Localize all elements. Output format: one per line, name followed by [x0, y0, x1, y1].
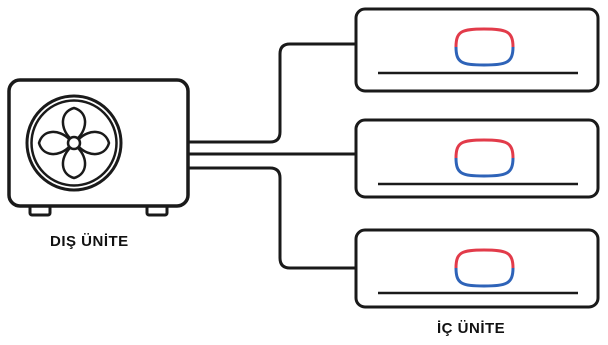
fan-icon: [25, 94, 123, 192]
indoor-unit-label: İÇ ÜNİTE: [437, 320, 506, 337]
outdoor-unit: [7, 78, 190, 217]
indoor-unit-2: [354, 118, 600, 199]
indoor-unit-body: [354, 228, 600, 309]
indoor-unit-3: [354, 228, 600, 309]
temperature-indicator-hot: [454, 248, 515, 269]
refrigerant-pipes: [186, 42, 358, 270]
outdoor-unit-label: DIŞ ÜNİTE: [50, 233, 129, 250]
temperature-indicator-cold: [454, 157, 515, 178]
indoor-unit-body: [354, 118, 600, 199]
pipe-to-indoor-unit-1: [186, 42, 358, 144]
temperature-indicator-hot: [454, 27, 515, 48]
temperature-indicator-hot: [454, 138, 515, 159]
pipe-to-indoor-unit-3: [186, 166, 358, 270]
outdoor-unit-body: [7, 78, 190, 208]
temperature-indicator-cold: [454, 267, 515, 288]
indoor-unit-1: [354, 7, 600, 93]
indoor-unit-body: [354, 7, 600, 93]
temperature-indicator-cold: [454, 46, 515, 67]
